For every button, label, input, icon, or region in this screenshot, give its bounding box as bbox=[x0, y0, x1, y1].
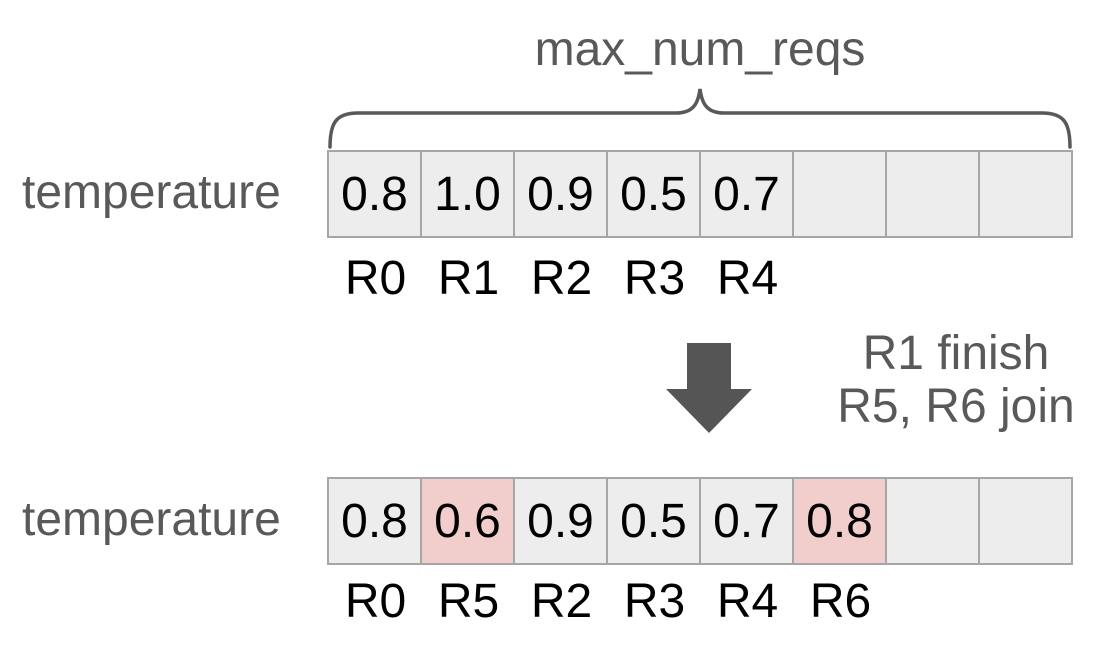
array-cell: 0.7 bbox=[701, 152, 792, 236]
request-label: R0 bbox=[344, 575, 407, 628]
array-cell: 0.8 bbox=[329, 479, 420, 563]
brace-label: max_num_reqs bbox=[534, 23, 866, 76]
request-label bbox=[980, 577, 1073, 627]
array-cell: 0.5 bbox=[608, 152, 699, 236]
transition-note-line1: R1 finish bbox=[862, 327, 1050, 380]
array-cell: 0.9 bbox=[515, 152, 606, 236]
array-cell: 0.6 bbox=[422, 479, 513, 563]
array-cell: 0.5 bbox=[608, 479, 699, 563]
request-label: R2 bbox=[530, 575, 593, 628]
temperature-array-after: 0.8 0.6 0.9 0.5 0.7 0.8 bbox=[327, 477, 1073, 565]
request-label bbox=[980, 254, 1073, 304]
request-labels-after: R0 R5 R2 R3 R4 R6 bbox=[329, 577, 1073, 627]
temperature-label-after: temperature bbox=[22, 493, 281, 546]
array-cell: 0.8 bbox=[329, 152, 420, 236]
array-cell bbox=[887, 479, 978, 563]
transition-note-line2: R5, R6 join bbox=[837, 380, 1075, 433]
request-label: R5 bbox=[437, 575, 500, 628]
request-label: R1 bbox=[437, 252, 500, 305]
request-label bbox=[887, 254, 980, 304]
array-cell: 0.7 bbox=[701, 479, 792, 563]
temperature-label-before: temperature bbox=[22, 166, 281, 219]
array-cell: 0.8 bbox=[794, 479, 885, 563]
request-label: R2 bbox=[530, 252, 593, 305]
array-cell: 1.0 bbox=[422, 152, 513, 236]
transition-note: R1 finish R5, R6 join bbox=[820, 327, 1092, 433]
array-cell: 0.9 bbox=[515, 479, 606, 563]
request-label: R6 bbox=[809, 575, 872, 628]
request-label: R0 bbox=[344, 252, 407, 305]
request-label: R4 bbox=[716, 252, 779, 305]
request-label: R3 bbox=[623, 252, 686, 305]
temperature-array-before: 0.8 1.0 0.9 0.5 0.7 bbox=[327, 150, 1073, 238]
array-cell bbox=[980, 152, 1071, 236]
down-arrow-icon bbox=[666, 343, 752, 433]
request-labels-before: R0 R1 R2 R3 R4 bbox=[329, 254, 1073, 304]
array-cell bbox=[794, 152, 885, 236]
array-cell bbox=[887, 152, 978, 236]
array-cell bbox=[980, 479, 1071, 563]
brace-icon bbox=[328, 88, 1072, 149]
request-label: R4 bbox=[716, 575, 779, 628]
request-label bbox=[887, 577, 980, 627]
request-label bbox=[794, 254, 887, 304]
request-label: R3 bbox=[623, 575, 686, 628]
